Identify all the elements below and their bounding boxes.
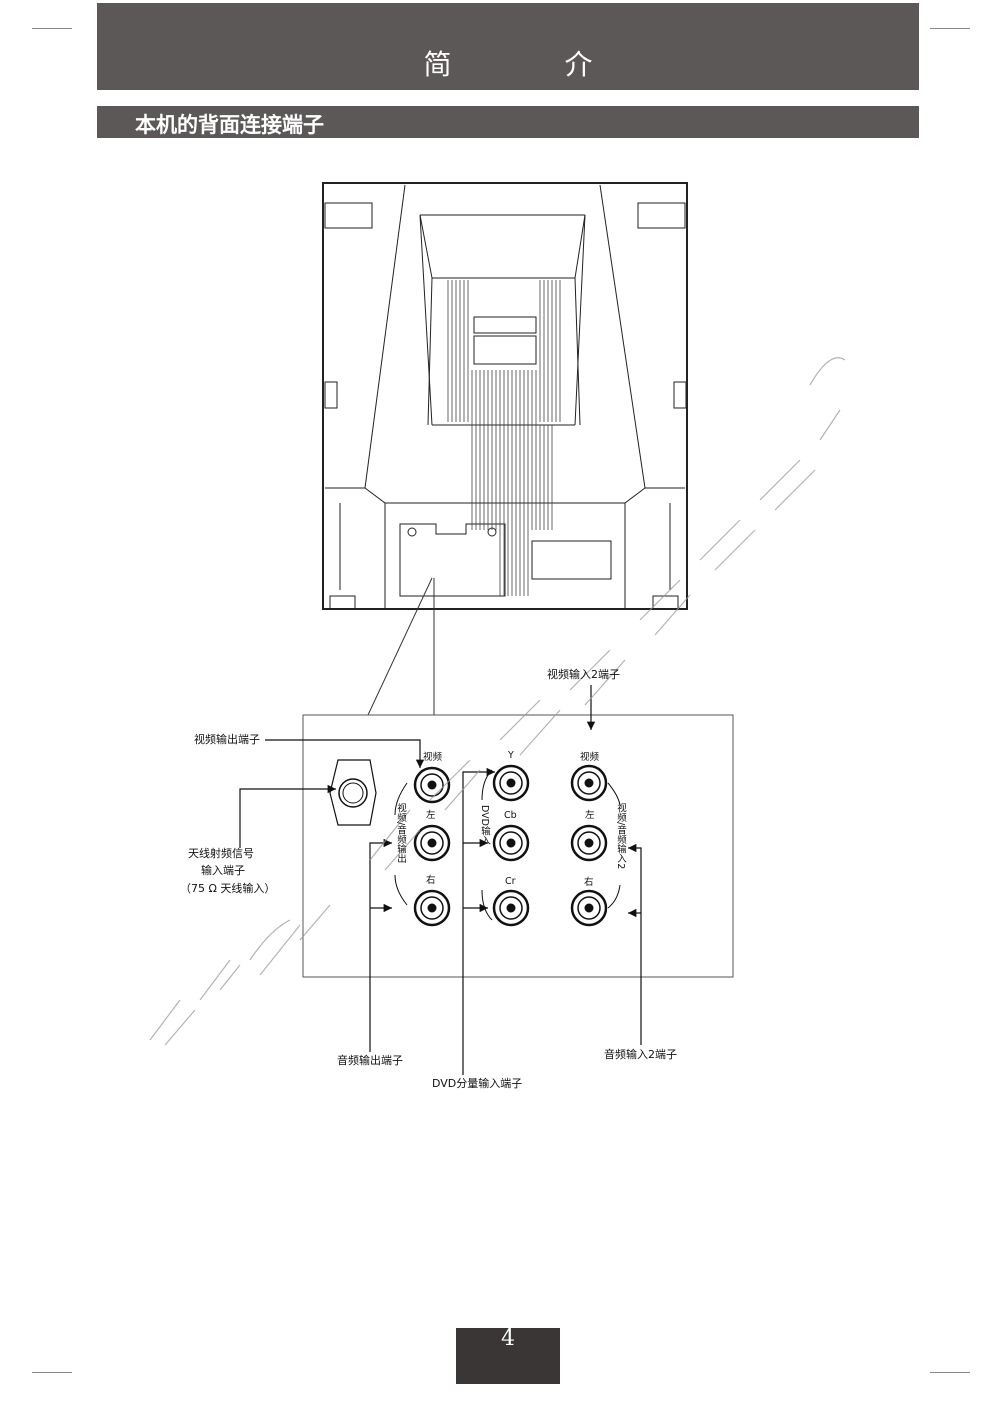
jack-label-video2: 视频 [580, 752, 600, 763]
vertical-label-dvd-in: DVD输入 [478, 805, 490, 845]
rca-jacks [413, 764, 608, 927]
vertical-label-video-audio-in2: 视频/音频输入2 [614, 803, 626, 870]
page-title: 简 介 [423, 48, 645, 81]
jack-label-cb: Cb [504, 810, 517, 821]
vent-slots [447, 280, 561, 596]
antenna-label-line3: （75 Ω 天线输入） [180, 882, 276, 895]
header-bar: 简 介 [97, 3, 919, 90]
antenna-connector [329, 759, 377, 826]
audio-out-terminal-label: 音频输出端子 [337, 1054, 403, 1067]
video-out-terminal-label: 视频输出端子 [194, 733, 260, 746]
enlarged-panel [302, 714, 734, 978]
jack-label-left: 左 [426, 810, 436, 821]
antenna-label-line1: 天线射频信号 [188, 847, 254, 860]
crop-mark [32, 1372, 72, 1373]
video-in2-terminal-label: 视频输入2端子 [547, 668, 620, 681]
section-title: 本机的背面连接端子 [135, 113, 324, 137]
zoom-lines [367, 577, 435, 716]
dvd-terminal-label: DVD分量输入端子 [432, 1077, 523, 1090]
crop-mark [930, 28, 970, 29]
page-number: 4 [501, 1326, 515, 1351]
audio-in2-terminal-label: 音频输入2端子 [604, 1048, 677, 1061]
jack-label-y: Y [508, 750, 514, 761]
section-bar: 本机的背面连接端子 [97, 106, 919, 138]
crop-mark [32, 28, 72, 29]
jack-label-video: 视频 [423, 752, 443, 763]
page-number-box: 4 [456, 1326, 560, 1384]
tv-back-illustration [322, 182, 688, 610]
antenna-label-line2: 输入端子 [201, 864, 245, 877]
crop-mark [930, 1372, 970, 1373]
jack-label-cr: Cr [505, 876, 516, 887]
jack-label-right2: 右 [584, 877, 594, 888]
jack-label-left2: 左 [585, 810, 595, 821]
callout-lines [239, 685, 642, 1075]
watermark [149, 357, 846, 1046]
jack-label-right: 右 [426, 875, 436, 886]
vertical-label-video-audio-out: 视频/音频输出 [394, 803, 406, 864]
